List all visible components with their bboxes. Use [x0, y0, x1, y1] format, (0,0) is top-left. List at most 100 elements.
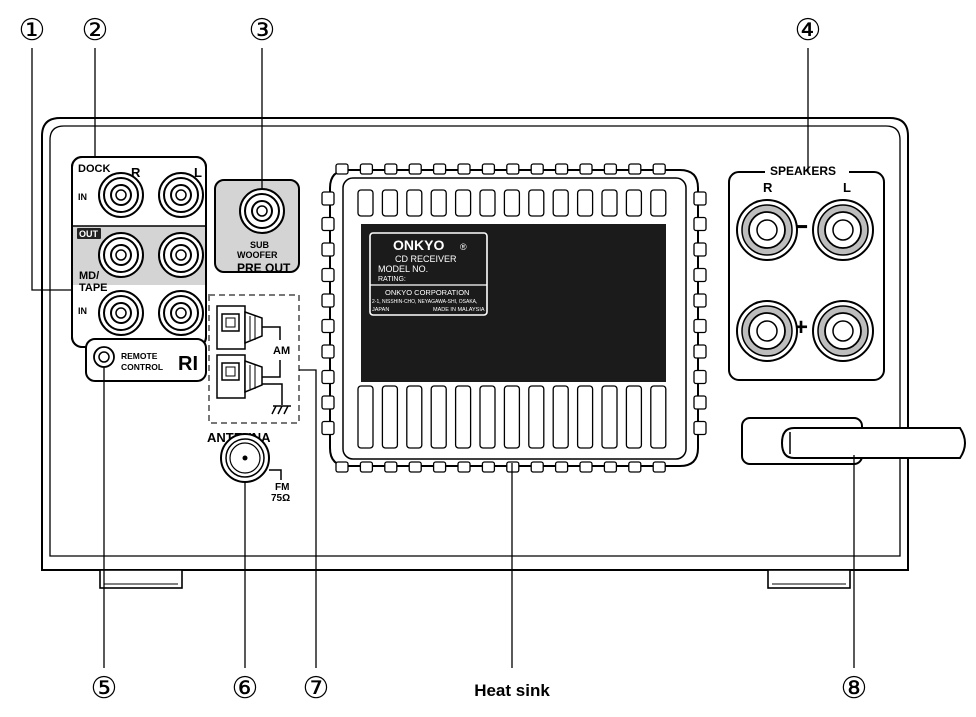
fin [650, 385, 667, 449]
dock-label: DOCK [78, 163, 110, 175]
fin [357, 385, 374, 449]
out-badge: OUT [79, 229, 99, 239]
rca-jack [98, 172, 144, 218]
fin [506, 163, 520, 175]
fin [381, 189, 399, 217]
md-label: MD/ [79, 270, 99, 282]
dock-r-label: R [131, 165, 141, 180]
fin [693, 293, 707, 308]
fin [554, 163, 569, 175]
model-no: MODEL NO. [378, 264, 428, 274]
country: JAPAN [372, 307, 389, 313]
heat-sink-fins-left [321, 191, 335, 436]
fin [321, 395, 335, 410]
fin [503, 189, 521, 217]
speaker-terminal [736, 300, 798, 362]
speaker-terminal [812, 199, 874, 261]
fin [481, 163, 496, 175]
fin [693, 369, 707, 385]
fin [650, 189, 667, 217]
fin [457, 461, 471, 473]
fm-ohm-label: 75Ω [271, 493, 290, 504]
fin [530, 461, 544, 473]
fin [432, 461, 447, 473]
fin [503, 385, 521, 449]
fin [408, 163, 422, 175]
fin [576, 189, 594, 217]
heat-sink-outer-fins-top [335, 163, 666, 175]
leader-lines [31, 48, 855, 668]
heat-sink-fins-top [357, 189, 667, 217]
fin [430, 385, 447, 449]
pre-out-panel: SUB WOOFER PRE OUT [214, 179, 300, 275]
made-in: MADE IN MALAYSIA [433, 307, 485, 313]
callout-4: ④ [795, 14, 822, 47]
remote-label: REMOTE [121, 351, 158, 361]
fin [479, 189, 496, 217]
product-type: CD RECEIVER [395, 254, 457, 264]
speaker-terminal [812, 300, 874, 362]
registered-mark: ® [460, 242, 467, 252]
fin [693, 216, 707, 232]
fin [552, 385, 569, 449]
tape-label: TAPE [79, 282, 108, 294]
callout-numbers: ① ② ③ ④ ⑤ ⑥ ⑦ ⑧ [19, 14, 868, 705]
rca-jack [158, 290, 204, 336]
fin [321, 318, 335, 334]
callout-1: ① [19, 14, 46, 47]
fin [554, 461, 569, 473]
speakers-panel: SPEAKERS R L − + [728, 162, 885, 381]
fin [576, 385, 594, 449]
fin [384, 461, 398, 473]
fin [321, 293, 335, 308]
corporation-address: 2-1, NISSHIN-CHO, NEYAGAWA-SHI, OSAKA, [372, 299, 477, 305]
rca-jack [98, 232, 144, 278]
fin [628, 163, 642, 175]
callout-7: ⑦ [303, 672, 330, 705]
fin [693, 267, 707, 283]
fin [625, 385, 643, 449]
fin [432, 163, 447, 175]
speaker-r-label: R [763, 180, 773, 195]
speaker-terminal [736, 199, 798, 261]
fin [693, 344, 707, 359]
fin [357, 189, 374, 217]
fin [603, 163, 618, 175]
woofer-label: WOOFER [237, 250, 278, 260]
heat-sink-fins-bottom [357, 385, 667, 449]
fin [321, 420, 335, 436]
fin [601, 385, 618, 449]
fin [579, 461, 593, 473]
control-label: CONTROL [121, 362, 163, 372]
power-cord [741, 417, 966, 465]
ri-logo: RI [178, 353, 198, 375]
rca-jack [158, 232, 204, 278]
fin [603, 461, 618, 473]
fin [321, 344, 335, 359]
heat-sink-fins-right [693, 191, 707, 436]
fin [406, 189, 423, 217]
corporation-name: ONKYO CORPORATION [385, 288, 469, 297]
fm-label: FM [275, 482, 289, 493]
fin [321, 242, 335, 257]
fin [528, 385, 545, 449]
fm-antenna-jack [220, 433, 270, 483]
heat-sink-outer-fins-bottom [335, 461, 666, 473]
fin [530, 163, 544, 175]
fin [481, 461, 496, 473]
fin [321, 191, 335, 206]
dock-in-label: IN [78, 192, 87, 202]
fin [335, 163, 349, 175]
rca-jack [98, 290, 144, 336]
fin [693, 191, 707, 206]
callout-2: ② [82, 14, 109, 47]
dock-md-panel: DOCK IN R L OUT MD/ TAPE IN [71, 156, 207, 348]
fin [454, 385, 472, 449]
sub-label: SUB [250, 240, 270, 250]
fin [454, 189, 472, 217]
fin [479, 385, 496, 449]
fin [528, 189, 545, 217]
fin [652, 461, 666, 473]
rating-label-plate: ONKYO ® CD RECEIVER MODEL NO. RATING: ON… [361, 224, 666, 382]
